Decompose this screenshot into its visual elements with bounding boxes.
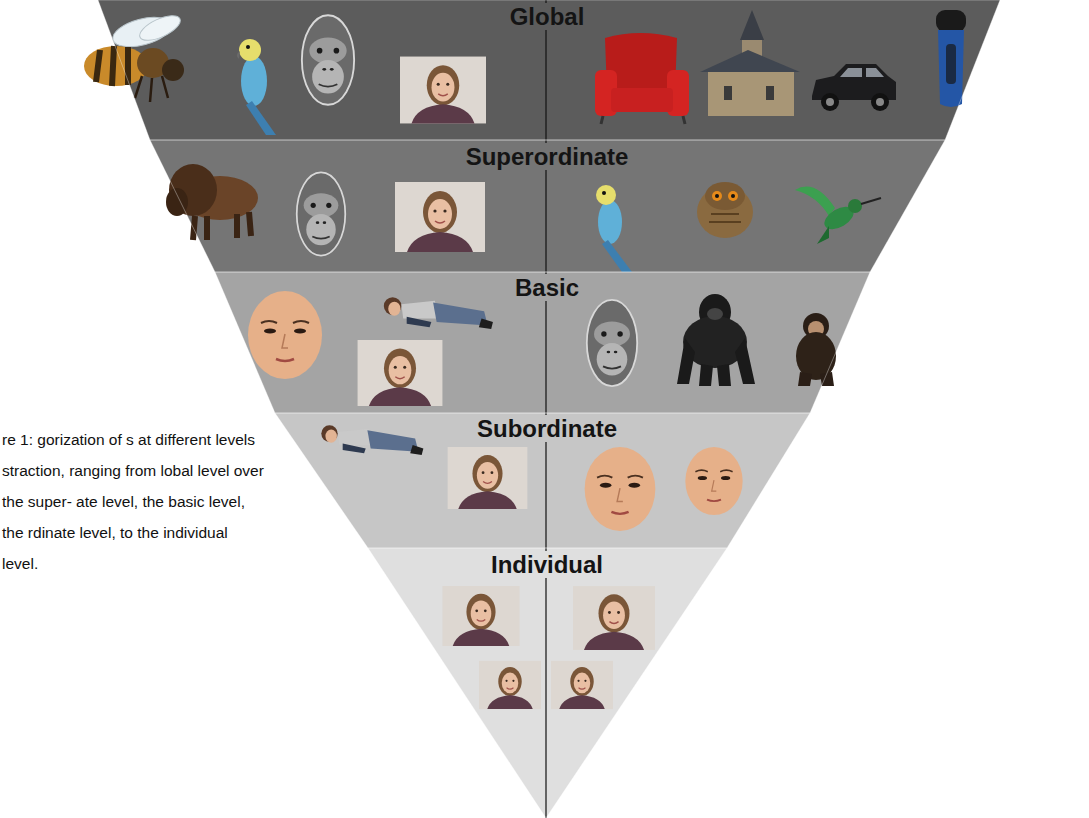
car-picture	[840, 68, 884, 77]
church-picture	[766, 86, 774, 100]
bison-picture	[193, 212, 251, 240]
band-fills	[98, 0, 1000, 140]
parakeet-picture	[596, 185, 632, 272]
car-picture	[826, 98, 834, 106]
owl-picture	[712, 191, 722, 201]
bee-picture	[84, 11, 184, 102]
woman-photo	[448, 447, 528, 509]
woman-photo	[551, 661, 613, 709]
band-fills	[275, 413, 810, 548]
owl-picture	[715, 194, 719, 198]
parakeet-picture	[241, 56, 267, 106]
hummingbird-picture	[861, 198, 881, 204]
gorilla-picture	[699, 364, 731, 386]
car-picture	[821, 93, 839, 111]
owl-picture	[697, 182, 753, 238]
hummingbird-picture	[848, 199, 862, 213]
church-picture	[708, 72, 794, 116]
parakeet-picture	[602, 240, 632, 272]
chimp-face-picture	[297, 172, 346, 255]
woman-photo	[358, 340, 443, 406]
level-band: Subordinate	[275, 413, 810, 548]
level-label: Subordinate	[474, 415, 620, 442]
hummingbird-picture	[817, 226, 829, 244]
gorilla-picture	[707, 308, 723, 320]
band-outline	[368, 548, 727, 818]
lying-woman-picture	[321, 425, 423, 455]
level-label: Individual	[488, 551, 606, 578]
level-band: Individual	[368, 548, 727, 818]
church-picture	[724, 86, 732, 100]
level-band: Global	[98, 0, 1000, 140]
parakeet-picture	[239, 39, 261, 61]
owl-picture	[728, 191, 738, 201]
church-picture	[740, 10, 764, 40]
band-fills	[150, 140, 945, 272]
band-fills	[368, 548, 727, 818]
face-picture	[685, 447, 742, 515]
bee-picture	[135, 76, 168, 102]
shaver-picture	[946, 44, 956, 84]
hummingbird-picture	[795, 187, 881, 244]
car-picture	[871, 93, 889, 111]
church-picture	[700, 10, 800, 116]
parakeet-picture	[596, 185, 616, 205]
band-outline	[275, 413, 810, 548]
gorilla-picture	[677, 294, 755, 386]
bison-picture	[166, 188, 188, 216]
parakeet-picture	[237, 39, 276, 135]
parakeet-picture	[602, 191, 606, 195]
divider-line	[545, 0, 546, 818]
shaver-picture	[936, 10, 966, 32]
parakeet-picture	[246, 45, 250, 49]
armchair-picture	[611, 88, 673, 112]
parakeet-picture	[598, 200, 622, 244]
level-label: Global	[507, 3, 588, 30]
woman-photo	[400, 57, 486, 124]
woman-photo	[479, 661, 541, 709]
armchair-picture	[595, 33, 689, 124]
shaver-picture	[936, 10, 966, 107]
bee-picture	[136, 11, 183, 46]
car-picture	[812, 64, 896, 111]
parakeet-picture	[246, 101, 276, 135]
woman-photo	[395, 182, 485, 252]
shaver-picture	[938, 30, 964, 107]
chimp-picture	[796, 313, 836, 386]
chimp-face-picture	[302, 15, 354, 105]
bee-picture	[96, 46, 128, 86]
level-label: Superordinate	[463, 143, 632, 170]
woman-photo	[442, 586, 519, 646]
band-outline	[215, 272, 870, 413]
owl-picture	[705, 182, 745, 210]
woman-photo	[573, 586, 655, 650]
gorilla-picture	[677, 338, 755, 384]
parakeet-picture	[237, 51, 240, 59]
chimp-face-picture	[587, 300, 637, 386]
chimp-picture	[798, 372, 834, 386]
band-fills	[98, 0, 1000, 818]
car-picture	[876, 98, 884, 106]
band-outline	[368, 548, 727, 818]
lying-woman-picture	[384, 297, 493, 329]
face-picture	[585, 447, 656, 531]
bison-picture	[166, 164, 258, 240]
level-label: Basic	[512, 274, 582, 301]
owl-picture	[709, 214, 741, 222]
face-picture	[248, 291, 322, 379]
band-fills	[215, 272, 870, 413]
band-outline	[98, 0, 1000, 140]
bee-picture	[162, 59, 184, 81]
band-outline	[150, 140, 945, 272]
hummingbird-picture	[795, 187, 835, 216]
armchair-picture	[601, 116, 685, 124]
owl-picture	[731, 194, 735, 198]
figure-caption: re 1: gorization of s at different level…	[2, 424, 264, 579]
church-picture	[700, 50, 800, 72]
level-band: Basic	[215, 272, 870, 413]
level-band: Superordinate	[150, 140, 945, 272]
